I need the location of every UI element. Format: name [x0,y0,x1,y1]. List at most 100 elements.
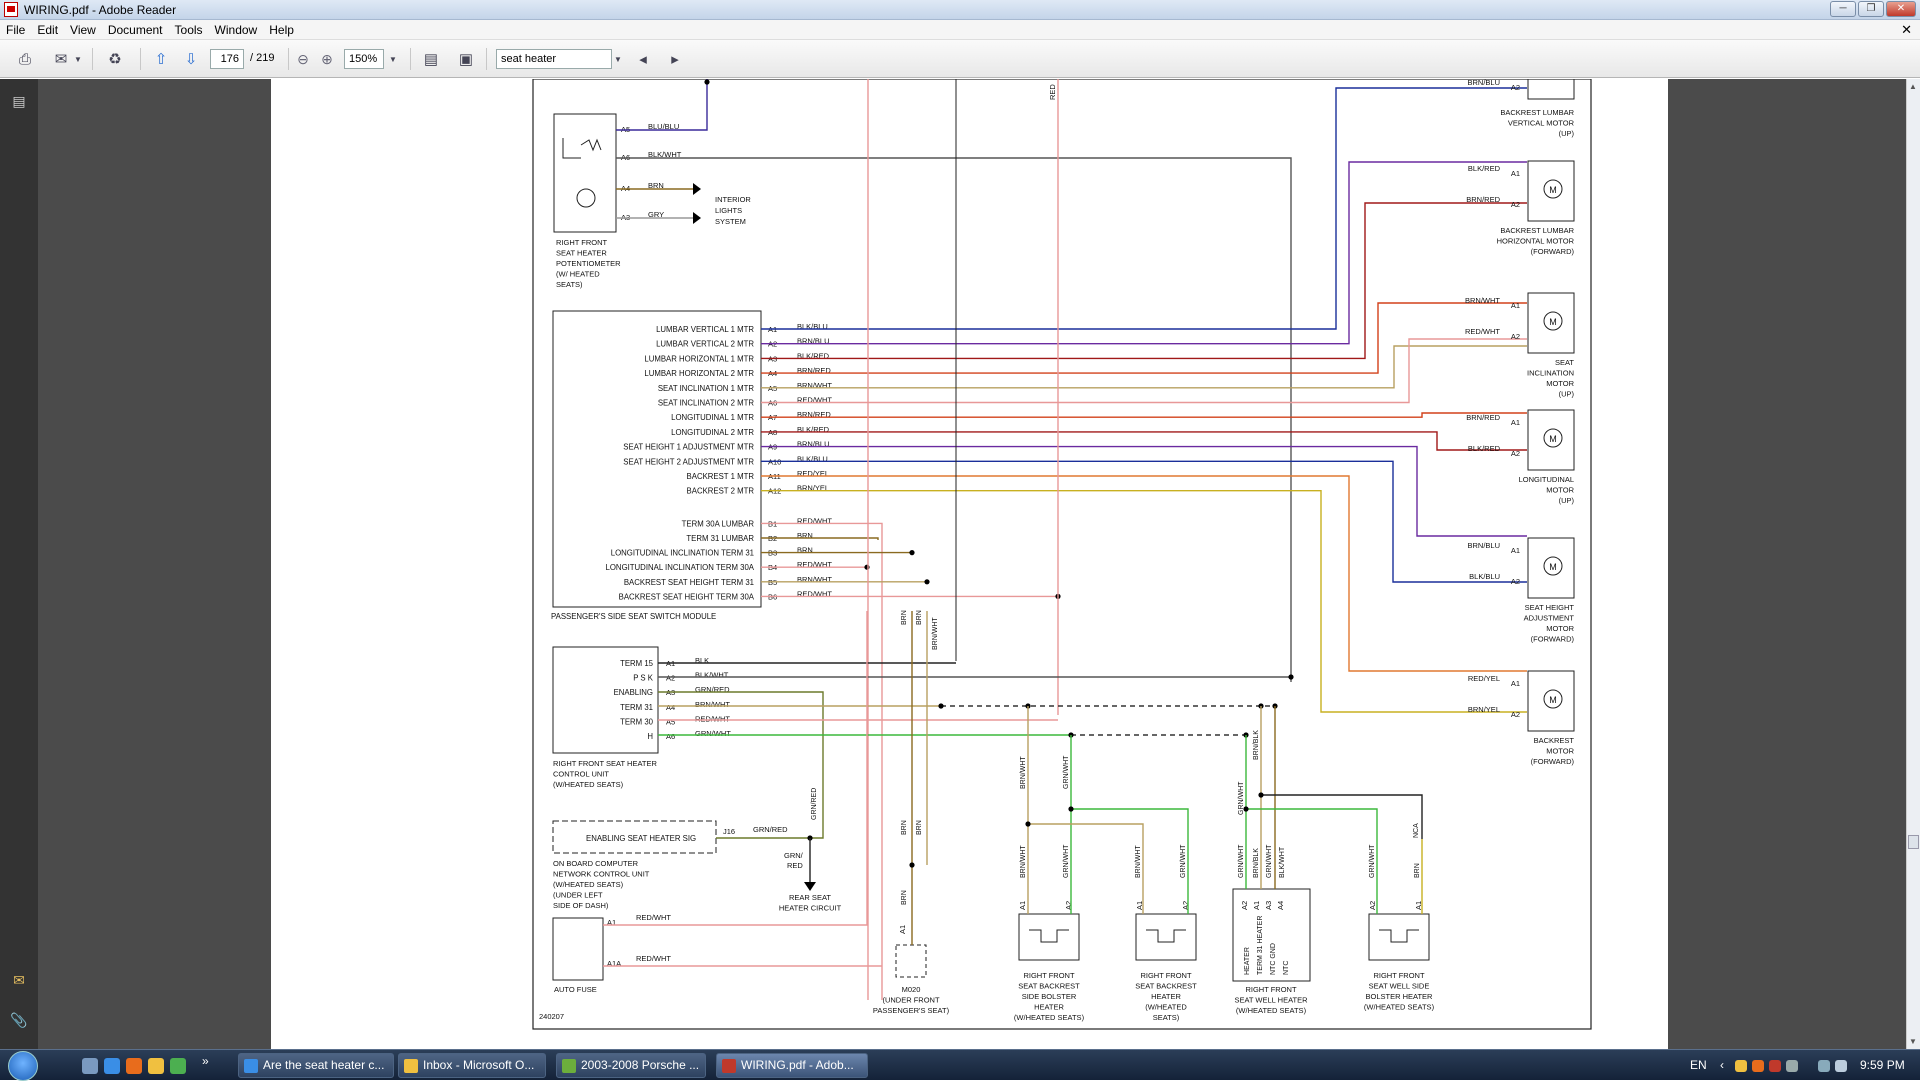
motor-box [1527,409,1575,471]
find-options-icon[interactable]: ▼ [614,54,622,64]
wire-label: BRN/RED [797,366,831,375]
page-number-input[interactable] [210,49,244,69]
switch-row-label: SEAT INCLINATION 2 MTR [658,399,755,408]
splice-dot [1258,792,1264,798]
wire-label: RED/WHT [797,516,832,525]
collaborate-icon[interactable]: ♻ [108,51,122,68]
wire-label: GRN/WHT [1238,844,1245,878]
control-unit-row-label: TERM 30 [620,717,654,726]
heater-label: RIGHT FRONT [1023,971,1075,980]
print-icon[interactable]: ⎙ [18,50,31,68]
find-previous-icon[interactable]: ◂ [639,51,647,68]
wire-label: GRY [648,210,664,219]
start-button[interactable] [8,1051,38,1081]
menu-help[interactable]: Help [269,23,294,37]
firefox-icon[interactable] [126,1058,142,1074]
tray-app2-icon[interactable] [1752,1060,1764,1072]
motor-label: (UP) [1559,496,1575,505]
menu-file[interactable]: File [6,23,26,37]
outlook-icon[interactable] [148,1058,164,1074]
maximize-button[interactable]: ❐ [1858,1,1884,17]
wire-label: BRN/WHT [1465,296,1500,305]
tray-expand-icon[interactable]: ‹ [1720,1058,1724,1072]
title-bar: WIRING.pdf - Adobe Reader ─ ❐ ✕ [0,0,1920,20]
motor-box [1527,160,1575,222]
wire-label: BRN/BLK [1253,730,1260,760]
attachments-icon[interactable]: 📎 [10,1012,28,1028]
quicklaunch-more-icon[interactable]: » [202,1054,209,1068]
m020-label: (UNDER FRONT [882,996,939,1005]
menu-document[interactable]: Document [107,23,163,37]
next-page-icon[interactable]: ⇩ [184,51,198,68]
scroll-up-icon[interactable]: ▲ [1909,82,1917,91]
pin-label: A5 [666,717,675,726]
motor-symbol [1543,556,1563,576]
internet-explorer-icon[interactable] [104,1058,120,1074]
wire-label: BRN/WHT [1135,845,1142,878]
wire-label: BRN/RED [1466,413,1500,422]
pin-label: A2 [1240,901,1249,910]
motor-label: INCLINATION [1527,369,1574,378]
scrolling-mode-icon[interactable]: ▤ [423,51,439,68]
scroll-down-icon[interactable]: ▼ [1909,1037,1917,1046]
zoom-dropdown-icon[interactable]: ▼ [389,54,397,64]
wire-label: RED/WHT [636,913,671,922]
pin-label: A2 [1511,83,1520,92]
zoom-out-icon[interactable]: ⊖ [297,50,309,67]
language-indicator[interactable]: EN [1690,1058,1707,1072]
close-document-icon[interactable]: ✕ [1901,22,1912,37]
menu-window[interactable]: Window [214,23,258,37]
taskbar-button-reader[interactable]: WIRING.pdf - Adob... [716,1053,868,1078]
pin-label: A1 [1414,901,1423,910]
m020-label: PASSENGER'S SEAT) [873,1006,950,1015]
switch-row-label: LONGITUDINAL INCLINATION TERM 31 [611,549,754,558]
volume-icon[interactable] [1835,1060,1847,1072]
show-desktop-icon[interactable] [82,1058,98,1074]
heater-label: BOLSTER HEATER [1366,992,1434,1001]
clock[interactable]: 9:59 PM [1860,1058,1905,1072]
pin-label: A2 [1511,577,1520,586]
wire-label: BLK/RED [1468,444,1501,453]
motor-label: HORIZONTAL MOTOR [1497,237,1575,246]
tray-app3-icon[interactable] [1769,1060,1781,1072]
wire-label: GRN/WHT [1369,844,1376,878]
motor-box [1527,670,1575,732]
find-input[interactable] [496,49,612,69]
zoom-in-icon[interactable]: ⊕ [321,50,333,67]
pages-icon[interactable]: ▤ [12,93,26,109]
wire-label: BRN [648,181,664,190]
wire-to-motor [761,87,1527,330]
splice-dot [909,862,915,868]
menu-tools[interactable]: Tools [174,23,203,37]
close-button[interactable]: ✕ [1886,1,1916,17]
taskbar-button-ie[interactable]: Are the seat heater c... [238,1053,394,1078]
wire-label: BRN [916,610,923,625]
wire-to-motor [761,302,1527,374]
vertical-scrollbar[interactable]: ▲ ▼ [1906,79,1920,1049]
email-icon[interactable]: ✉ [54,51,68,68]
find-next-icon[interactable]: ▸ [671,51,679,68]
taskbar-button-outlook[interactable]: Inbox - Microsoft O... [398,1053,546,1078]
switch-row-label: LONGITUDINAL 2 MTR [671,428,754,437]
wire-label: RED/YEL [797,469,829,478]
pin-label: A1 [1511,301,1520,310]
comments-icon[interactable]: ✉ [13,972,25,988]
scroll-thumb[interactable] [1908,835,1919,849]
dropdown-arrow-icon[interactable]: ▼ [74,54,82,64]
network-icon[interactable] [1818,1060,1830,1072]
chrome-icon[interactable] [170,1058,186,1074]
minimize-button[interactable]: ─ [1830,1,1856,17]
menu-edit[interactable]: Edit [37,23,59,37]
menu-view[interactable]: View [70,23,96,37]
fit-page-icon[interactable]: ▣ [458,51,474,68]
switch-module-label: PASSENGER'S SIDE SEAT SWITCH MODULE [551,612,716,621]
taskbar-button-porsche[interactable]: 2003-2008 Porsche ... [556,1053,706,1078]
previous-page-icon[interactable]: ⇧ [154,51,168,68]
control-unit-label: CONTROL UNIT [553,770,609,779]
tray-app-icon[interactable] [1735,1060,1747,1072]
onboard-label: (W/HEATED SEATS) [553,880,624,889]
zoom-input[interactable] [344,49,384,69]
menu-bar: File Edit View Document Tools Window Help ✕ [0,20,1920,40]
pin-label: A1 [1135,901,1144,910]
tray-app4-icon[interactable] [1786,1060,1798,1072]
